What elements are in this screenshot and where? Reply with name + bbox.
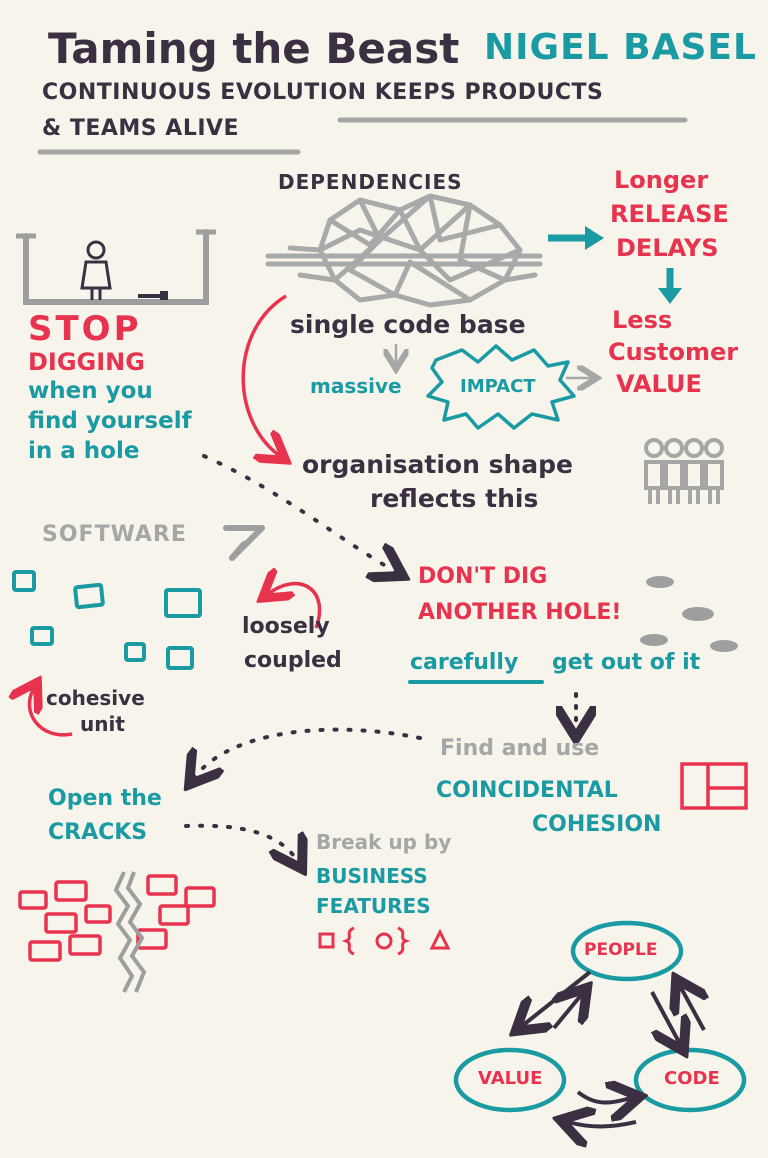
hole-with-person-icon	[16, 229, 216, 305]
release-line-1: Longer	[614, 166, 709, 194]
stop-line-3: in a hole	[28, 438, 140, 464]
dont-dig-line-1: DON'T DIG	[418, 564, 548, 589]
dont-dig-line-2: ANOTHER HOLE!	[418, 600, 622, 625]
less-line-2: Customer	[608, 338, 739, 366]
speaker-name: NIGEL BASEL	[484, 27, 757, 68]
stop-title: STOP	[28, 309, 142, 349]
people-crowd-icon	[644, 438, 724, 504]
software-modules-icon	[12, 570, 202, 670]
loosely-text: loosely	[242, 614, 330, 639]
arrow-down-icon	[658, 268, 682, 304]
break-up-line-3: FEATURES	[316, 894, 431, 918]
cracks-line-2: CRACKS	[48, 820, 148, 845]
carefully-text: carefully	[410, 650, 519, 675]
loosely-coupled-arrow-icon	[268, 584, 322, 629]
break-up-line-2: BUSINESS	[316, 864, 428, 888]
massive-text: massive	[310, 374, 402, 398]
cracks-line-1: Open the	[48, 786, 162, 811]
feature-shapes-icon	[318, 926, 451, 956]
dotted-arrow-to-cracks-icon	[194, 727, 422, 778]
cohesion-grid-icon	[680, 762, 748, 810]
coincidental-line-2: COHESION	[532, 812, 662, 837]
dependency-tangle-icon	[265, 193, 543, 308]
subtitle-underlines	[37, 117, 688, 155]
stop-line-2: find yourself	[28, 408, 192, 434]
break-up-line-1: Break up by	[316, 830, 452, 854]
cohesive-text: cohesive	[46, 686, 145, 710]
less-line-1: Less	[612, 306, 673, 334]
release-line-2: RELEASE	[610, 200, 729, 228]
organisation-line-2: reflects this	[370, 484, 539, 513]
cohesive-arrow-icon	[29, 688, 73, 737]
organisation-line-1: organisation shape	[302, 450, 573, 479]
get-out-text: get out of it	[552, 650, 701, 675]
cracked-brick-wall-icon	[18, 871, 216, 993]
dependencies-label: DEPENDENCIES	[278, 170, 463, 194]
impact-burst-icon	[426, 344, 576, 430]
software-label: SOFTWARE	[42, 522, 187, 547]
dotted-arrow-to-break-up-icon	[184, 823, 298, 862]
arrow-to-release-icon	[548, 226, 604, 250]
subtitle-line-2: & TEAMS ALIVE	[42, 116, 240, 141]
stop-line-1: when you	[28, 378, 153, 404]
coincidental-line-1: COINCIDENTAL	[436, 778, 618, 803]
unit-text: unit	[80, 712, 125, 736]
cycle-code: CODE	[664, 1068, 720, 1089]
release-line-3: DELAYS	[616, 234, 719, 262]
dotted-arrow-to-dont-dig-icon	[202, 454, 396, 572]
coupled-text: coupled	[244, 648, 342, 673]
subtitle-line-1: CONTINUOUS EVOLUTION KEEPS PRODUCTS	[42, 80, 604, 105]
title: Taming the Beast	[48, 24, 460, 73]
single-code-base: single code base	[290, 310, 526, 339]
cycle-value: VALUE	[478, 1068, 543, 1089]
find-and-use: Find and use	[440, 736, 600, 761]
cycle-people: PEOPLE	[584, 940, 658, 960]
grey-holes-icon	[640, 576, 738, 652]
red-curved-arrow-icon	[241, 294, 286, 456]
stop-digging: DIGGING	[28, 348, 145, 376]
less-line-3: VALUE	[616, 370, 702, 398]
cycle-arrows-icon	[522, 970, 704, 1127]
software-arrow-icon	[223, 525, 265, 561]
impact-text: IMPACT	[460, 376, 536, 397]
